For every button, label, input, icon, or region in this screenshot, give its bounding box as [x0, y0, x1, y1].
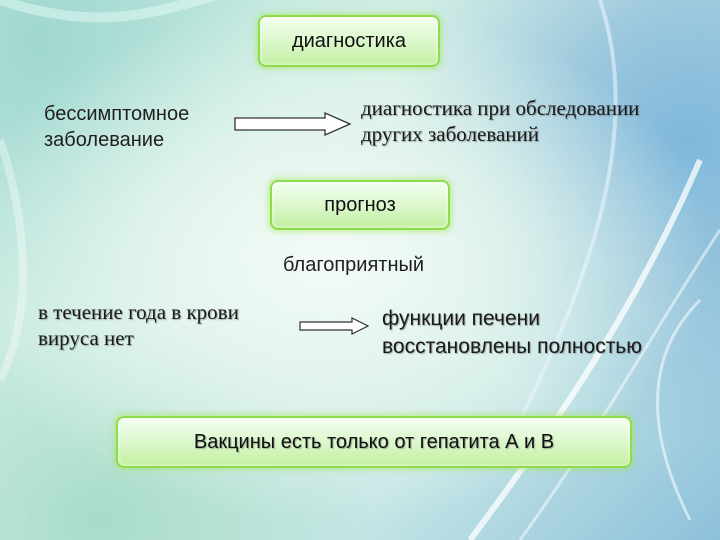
diagnostics-target-text: диагностика при обследовании других забо…: [361, 95, 639, 147]
prognosis-left-line-2: вируса нет: [38, 326, 134, 350]
prognosis-right-line-1: функции печени: [382, 307, 540, 330]
diagnostics-source-line-1: бессимптомное: [44, 103, 190, 125]
diagnostics-source-text: бессимптомное заболевание: [44, 101, 189, 153]
diagnostics-target-line-1: диагностика при обследовании: [361, 96, 640, 120]
diagnostics-target-line-2: других заболеваний: [361, 122, 540, 146]
prognosis-title: прогноз: [324, 193, 396, 216]
diagnostics-source-line-2: заболевание: [44, 129, 165, 151]
prognosis-right-line-2: восстановлены полностью: [382, 335, 642, 358]
prognosis-right-text: функции печени восстановлены полностью: [382, 305, 642, 361]
prognosis-subtitle: благоприятный: [283, 254, 425, 276]
prognosis-left-text: в течение года в крови вируса нет: [38, 299, 239, 351]
prognosis-left-line-1: в течение года в крови: [38, 300, 239, 324]
diagnostics-title-box: диагностика: [258, 15, 440, 67]
prognosis-title-box: прогноз: [270, 180, 450, 230]
diagnostics-title: диагностика: [291, 29, 407, 52]
vaccine-box: Вакцины есть только от гепатита А и В: [116, 416, 632, 468]
vaccine-text: Вакцины есть только от гепатита А и В: [193, 430, 555, 453]
